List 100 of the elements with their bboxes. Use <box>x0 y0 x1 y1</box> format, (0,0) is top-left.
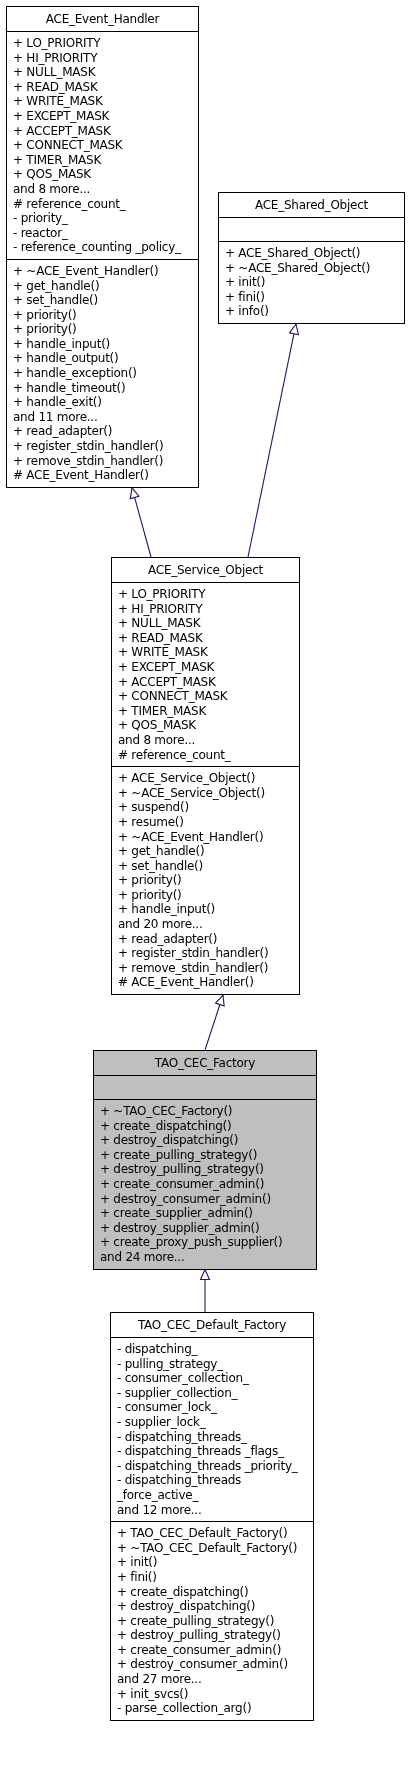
inheritance-arrow <box>199 1269 211 1313</box>
method-text: and 11 more... <box>13 409 98 425</box>
class-box <box>110 1312 314 1721</box>
attribute-text: - priority_ <box>13 211 68 226</box>
attribute-text: - supplier_collection_ <box>117 1385 238 1401</box>
method-text: + init_svcs() <box>117 1686 189 1702</box>
method-text: + get_handle() <box>13 278 100 294</box>
attribute-text: + READ_MASK <box>13 79 98 95</box>
attribute-text: + READ_MASK <box>118 630 203 646</box>
method-text: + register_stdin_handler() <box>13 439 164 454</box>
method-text: + handle_output() <box>13 351 119 367</box>
attribute-text: - pulling_strategy_ <box>117 1356 223 1372</box>
class-box <box>6 6 199 488</box>
attribute-text: + ACCEPT_MASK <box>118 674 216 690</box>
class-box <box>218 192 405 324</box>
method-text: + ~ACE_Event_Handler() <box>13 263 159 279</box>
method-text: + create_pulling_strategy() <box>100 1147 258 1163</box>
method-text: + TAO_CEC_Default_Factory() <box>117 1526 288 1541</box>
method-text: + destroy_consumer_admin() <box>117 1657 288 1673</box>
attribute-text: + HI_PRIORITY <box>118 601 203 617</box>
attribute-text: - reactor_ <box>13 225 68 241</box>
method-text: + get_handle() <box>118 844 205 859</box>
attribute-text: - reference_counting _policy_ <box>13 240 181 255</box>
attribute-text: - supplier_lock_ <box>117 1414 206 1430</box>
attribute-text: + EXCEPT_MASK <box>13 108 110 124</box>
attribute-text: # reference_count_ <box>13 196 126 212</box>
attribute-text: + TIMER_MASK <box>13 152 102 168</box>
inheritance-arrow <box>247 323 299 558</box>
method-text: + create_pulling_strategy() <box>117 1613 275 1629</box>
method-text: + fini() <box>225 289 265 305</box>
method-text: + priority() <box>13 322 77 337</box>
method-text: + resume() <box>118 814 184 830</box>
method-text: + destroy_dispatching() <box>100 1133 239 1148</box>
method-text: + set_handle() <box>13 293 98 308</box>
class-name: ACE_Service_Object <box>147 562 264 579</box>
method-text: + handle_input() <box>13 336 110 352</box>
class-box <box>93 1050 317 1270</box>
attribute-text: and 8 more... <box>13 181 91 197</box>
method-text: + destroy_consumer_admin() <box>100 1191 271 1207</box>
method-text: + info() <box>225 304 269 319</box>
attribute-text: + CONNECT_MASK <box>13 138 123 153</box>
method-text: and 20 more... <box>118 917 203 932</box>
method-text: + set_handle() <box>118 858 203 874</box>
method-text: + ~ACE_Shared_Object() <box>225 260 371 276</box>
attribute-text: - dispatching_ <box>117 1342 198 1357</box>
class-name: ACE_Shared_Object <box>253 197 369 214</box>
method-text: + destroy_dispatching() <box>117 1599 256 1614</box>
attribute-text: - dispatching_threads_ <box>117 1429 247 1445</box>
method-text: + priority() <box>13 307 77 323</box>
method-text: + fini() <box>117 1569 157 1585</box>
method-text: + ~TAO_CEC_Default_Factory() <box>117 1540 298 1556</box>
attribute-text: + QOS_MASK <box>13 167 91 182</box>
attribute-text: + CONNECT_MASK <box>118 689 228 704</box>
method-text: + handle_exception() <box>13 366 137 381</box>
method-text: + init() <box>225 275 266 290</box>
method-text: + destroy_pulling_strategy() <box>117 1628 281 1643</box>
method-text: + create_consumer_admin() <box>100 1176 265 1192</box>
method-text: + remove_stdin_handler() <box>13 453 164 469</box>
attribute-text: + NULL_MASK <box>118 616 201 631</box>
attribute-text: + QOS_MASK <box>118 718 196 733</box>
attribute-text: + WRITE_MASK <box>13 94 103 109</box>
class-name: TAO_CEC_Factory <box>153 1055 257 1072</box>
attribute-text: - consumer_lock_ <box>117 1400 217 1415</box>
method-text: + register_stdin_handler() <box>118 946 269 961</box>
attribute-text: - dispatching_threads _priority_ <box>117 1458 298 1474</box>
method-text: + ~ACE_Event_Handler() <box>118 829 264 845</box>
method-text: + destroy_pulling_strategy() <box>100 1162 264 1177</box>
attribute-text: + HI_PRIORITY <box>13 50 98 66</box>
attribute-text: # reference_count_ <box>118 747 231 763</box>
class-name: TAO_CEC_Default_Factory <box>136 1317 288 1334</box>
method-text: + create_consumer_admin() <box>117 1642 282 1658</box>
method-text: + handle_input() <box>118 902 215 918</box>
method-text: + ~TAO_CEC_Factory() <box>100 1104 233 1119</box>
method-text: + priority() <box>118 873 182 888</box>
attribute-text: + LO_PRIORITY <box>13 36 101 51</box>
method-text: + ACE_Shared_Object() <box>225 246 361 261</box>
attribute-text: - consumer_collection_ <box>117 1371 249 1386</box>
method-text: + init() <box>117 1555 158 1570</box>
method-text: + read_adapter() <box>118 931 218 947</box>
attribute-text: and 12 more... <box>117 1502 202 1518</box>
method-text: - parse_collection_arg() <box>117 1701 252 1716</box>
attribute-text: - dispatching_threads _flags_ <box>117 1444 284 1459</box>
attribute-text: + LO_PRIORITY <box>118 587 206 602</box>
method-text: # ACE_Event_Handler() <box>13 468 149 483</box>
method-text: + create_dispatching() <box>117 1584 249 1600</box>
method-text: + create_supplier_admin() <box>100 1206 253 1221</box>
method-text: + ACE_Service_Object() <box>118 771 256 786</box>
attribute-text: + EXCEPT_MASK <box>118 659 215 675</box>
inheritance-arrow <box>204 994 225 1051</box>
method-text: + priority() <box>118 887 182 903</box>
method-text: # ACE_Event_Handler() <box>118 975 254 991</box>
attribute-text: + ACCEPT_MASK <box>13 123 111 139</box>
method-text: + remove_stdin_handler() <box>118 960 269 976</box>
method-text: + handle_exit() <box>13 395 102 410</box>
attribute-text: and 8 more... <box>118 732 196 748</box>
attribute-text: + WRITE_MASK <box>118 645 208 660</box>
attribute-text: + NULL_MASK <box>13 65 96 80</box>
method-text: + suspend() <box>118 800 189 815</box>
method-text: + read_adapter() <box>13 424 113 440</box>
attribute-text: + TIMER_MASK <box>118 703 207 719</box>
